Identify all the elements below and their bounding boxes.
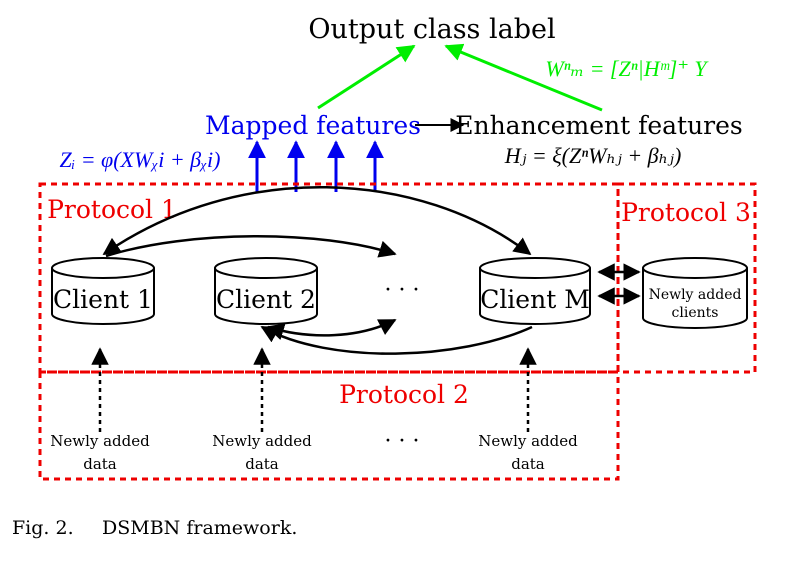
- client-2-label: Client 2: [216, 285, 316, 314]
- client-communication-arrows: [102, 185, 533, 355]
- client-1-cylinder: Client 1: [51, 257, 155, 325]
- client-2-cylinder: Client 2: [214, 257, 318, 325]
- newly-added-clients-line1: Newly added: [649, 287, 742, 303]
- enhancement-features-label: Enhancement features: [455, 111, 743, 140]
- formula-mapped: Zᵢ = φ(XWᵪi + βᵪi): [59, 147, 220, 172]
- mapped-features-label: Mapped features: [205, 111, 421, 140]
- protocol-3-label: Protocol 3: [621, 198, 751, 227]
- formula-enhancement: Hⱼ = ξ(ZⁿWₕⱼ + βₕⱼ): [504, 143, 682, 168]
- client-m-cylinder: Client M: [479, 257, 591, 325]
- new-data-2-line2: data: [245, 455, 279, 473]
- output-class-label: Output class label: [308, 14, 555, 45]
- protocol-1-label: Protocol 1: [47, 195, 177, 224]
- new-data-arrows: [91, 347, 537, 432]
- green-arrows: [317, 43, 603, 112]
- arc-client1-client-m: [102, 185, 532, 256]
- arc-client2-client-m: [260, 325, 533, 355]
- arc-client2-ellipsis: [266, 318, 397, 341]
- client-ellipsis: · · ·: [385, 278, 420, 303]
- protocol-2-label: Protocol 2: [339, 380, 469, 409]
- newly-added-clients-cylinder: Newly added clients: [642, 257, 748, 329]
- figure-caption-label: Fig. 2.: [12, 517, 74, 539]
- new-data-3-line1: Newly added: [478, 432, 578, 450]
- protocol-2-box: [38, 370, 620, 481]
- formula-output-weights: Wⁿₘ = [Zⁿ|Hᵐ]⁺ Y: [545, 56, 709, 81]
- figure-caption-text: DSMBN framework.: [102, 517, 297, 539]
- new-data-1-line1: Newly added: [50, 432, 150, 450]
- green-arrow-right: [444, 43, 603, 112]
- data-ellipsis: · · ·: [385, 429, 420, 454]
- new-data-3-line2: data: [511, 455, 545, 473]
- newly-added-clients-line2: clients: [672, 305, 719, 321]
- arc-client1-ellipsis: [105, 235, 397, 258]
- client-m-label: Client M: [480, 285, 590, 314]
- new-data-1-line2: data: [83, 455, 117, 473]
- new-data-2-line1: Newly added: [212, 432, 312, 450]
- green-arrow-left: [317, 44, 416, 110]
- client-1-label: Client 1: [53, 285, 153, 314]
